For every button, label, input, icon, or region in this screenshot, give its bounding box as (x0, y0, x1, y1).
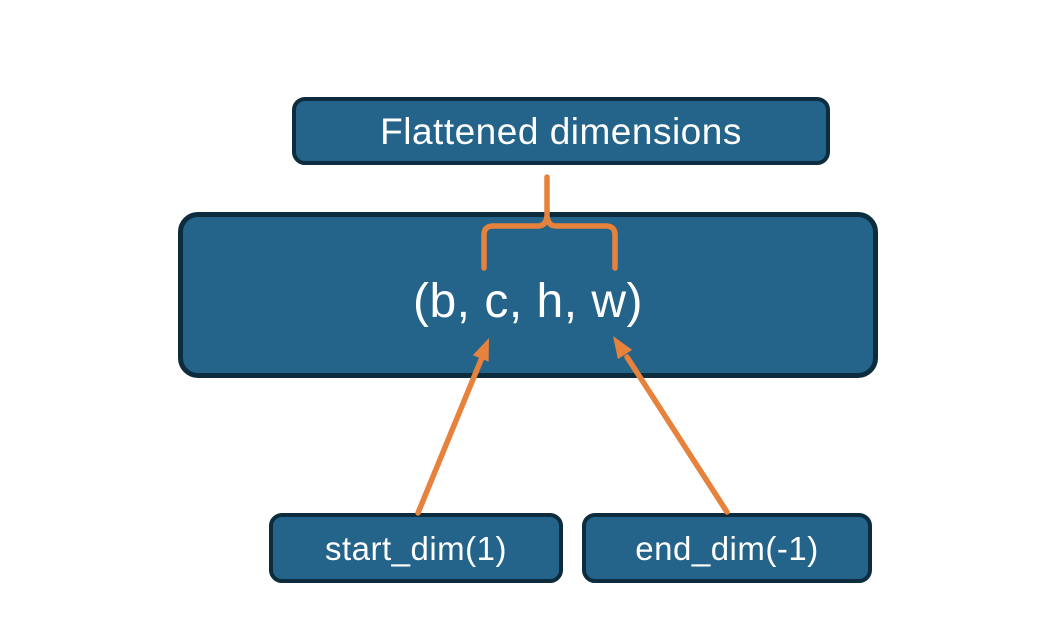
node-flattened-dimensions: Flattened dimensions (292, 97, 830, 165)
node-start-dim: start_dim(1) (269, 513, 563, 583)
start-dim-label: start_dim(1) (324, 529, 508, 567)
end-dim-arrow-shaft (624, 354, 730, 515)
node-tensor-shape: (b, c, h, w) (178, 212, 878, 378)
flattened-dimensions-label: Flattened dimensions (380, 110, 742, 152)
end-dim-label: end_dim(-1) (635, 529, 819, 567)
node-end-dim: end_dim(-1) (582, 513, 872, 583)
tensor-shape-label: (b, c, h, w) (412, 275, 644, 328)
start-dim-arrow-shaft (415, 352, 486, 516)
